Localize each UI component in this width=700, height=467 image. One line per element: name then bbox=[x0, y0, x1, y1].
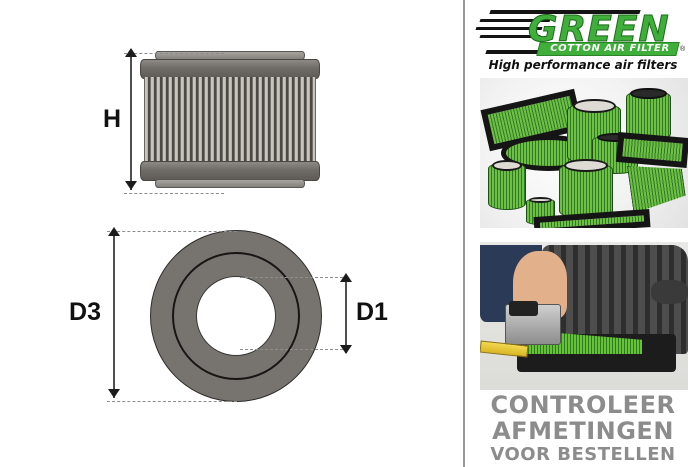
registered-trademark-icon: ® bbox=[680, 46, 686, 53]
filter-pleated-media bbox=[144, 77, 316, 163]
height-extension-line-bottom bbox=[124, 193, 224, 194]
panel-filter-shape bbox=[616, 131, 688, 169]
d3-extension-line-bottom bbox=[107, 401, 237, 402]
filters-range-photo bbox=[480, 78, 688, 228]
filter-bottom-lip bbox=[155, 179, 305, 188]
panel-divider bbox=[463, 0, 465, 467]
callout-line-3: VOOR BESTELLEN bbox=[490, 444, 676, 465]
filter-end-cap bbox=[564, 159, 608, 173]
filter-inner-ring-line bbox=[172, 252, 300, 380]
height-dimension-group: H bbox=[100, 45, 224, 210]
filter-end-cap bbox=[572, 98, 617, 114]
filter-top-view-drawing: D3 D1 bbox=[60, 225, 420, 410]
green-logo: GREEN COTTON AIR FILTER ® High performan… bbox=[475, 6, 690, 74]
filter-end-cap bbox=[528, 197, 552, 204]
measuring-photo bbox=[480, 242, 688, 390]
arrow-up-icon bbox=[108, 227, 120, 236]
arrow-down-icon bbox=[108, 389, 120, 398]
arrow-down-icon bbox=[340, 345, 352, 354]
callout-line-2: AFMETINGEN bbox=[492, 417, 674, 445]
d3-dimension-line bbox=[113, 235, 115, 398]
cylinder-filter-shape bbox=[488, 159, 526, 210]
d1-extension-line-bottom bbox=[240, 349, 348, 350]
filter-center-hole bbox=[196, 276, 276, 356]
filter-end-cap bbox=[630, 87, 667, 100]
outer-diameter-label: D3 bbox=[69, 298, 101, 326]
order-instruction-callout: CONTROLEER AFMETINGEN VOOR BESTELLEN bbox=[476, 392, 690, 466]
tape-measure-grip bbox=[509, 301, 539, 316]
height-dimension-line bbox=[130, 55, 132, 190]
logo-subtitle: COTTON AIR FILTER bbox=[550, 43, 670, 54]
intake-hose bbox=[650, 280, 688, 305]
d1-extension-line-top bbox=[240, 277, 348, 278]
callout-line-1: CONTROLEER bbox=[490, 391, 676, 419]
height-dimension-label: H bbox=[102, 105, 122, 133]
filter-end-cap bbox=[492, 159, 522, 171]
technical-drawing-panel: H D3 D1 bbox=[60, 45, 420, 410]
height-extension-line-top bbox=[124, 53, 224, 54]
arrow-down-icon bbox=[125, 181, 137, 190]
filter-outer-ring bbox=[150, 230, 322, 402]
d1-dimension-line bbox=[345, 281, 347, 353]
filter-side-view-drawing: H bbox=[100, 45, 360, 210]
brand-panel: GREEN COTTON AIR FILTER ® High performan… bbox=[466, 0, 700, 467]
inner-diameter-label: D1 bbox=[356, 298, 388, 326]
arrow-up-icon bbox=[125, 48, 137, 57]
cylinder-filter-shape bbox=[559, 159, 614, 219]
d3-extension-line-top bbox=[107, 231, 237, 232]
arrow-up-icon bbox=[340, 273, 352, 282]
brand-tagline: High performance air filters bbox=[488, 58, 678, 72]
